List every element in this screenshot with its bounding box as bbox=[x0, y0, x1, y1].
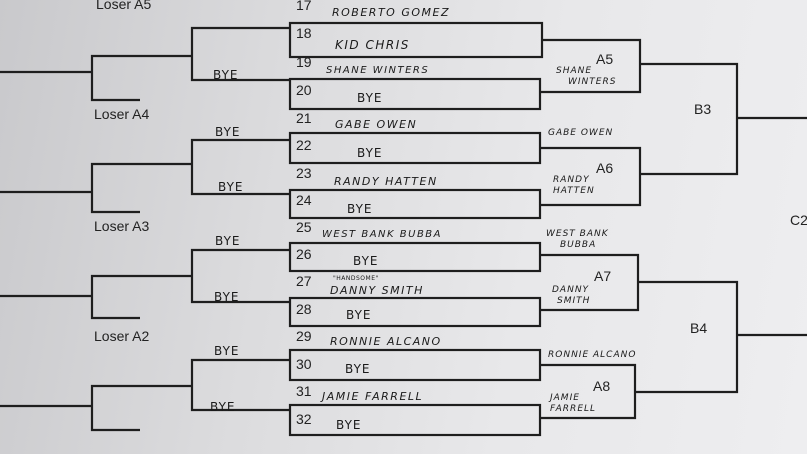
loser-a3-label: Loser A3 bbox=[94, 218, 150, 234]
a7-label: A7 bbox=[594, 268, 612, 284]
b4-box bbox=[635, 280, 739, 394]
a8-label: A8 bbox=[593, 378, 611, 394]
slot-20-name: BYE bbox=[357, 91, 383, 105]
match-box-31-32 bbox=[288, 403, 542, 437]
slot-32-number: 32 bbox=[296, 411, 312, 427]
slot-31-number: 31 bbox=[296, 383, 312, 399]
a8-winner-bottom-2: FARRELL bbox=[550, 404, 597, 414]
match-box-21-22 bbox=[288, 131, 542, 165]
b3-label: B3 bbox=[694, 101, 712, 117]
left-bye-29: BYE bbox=[214, 344, 240, 358]
slot-26-number: 26 bbox=[296, 246, 312, 262]
left-bye-25: BYE bbox=[215, 234, 241, 248]
loser-a4-label: Loser A4 bbox=[94, 106, 150, 122]
left-bye-23: BYE bbox=[218, 180, 244, 194]
slot-19-number: 19 bbox=[296, 54, 312, 70]
slot-23-number: 23 bbox=[296, 165, 312, 181]
left-bye-19: BYE bbox=[213, 68, 239, 82]
a7-winner-bottom-2: SMITH bbox=[557, 296, 591, 306]
a6-label: A6 bbox=[596, 160, 614, 176]
slot-28-name: BYE bbox=[346, 308, 372, 322]
a5-winner-top: SHANE bbox=[556, 66, 593, 76]
slot-17-number: 17 bbox=[296, 0, 312, 13]
slot-29-name: RONNIE ALCANO bbox=[330, 335, 442, 348]
slot-30-number: 30 bbox=[296, 356, 312, 372]
a7-winner-top-2: BUBBA bbox=[560, 240, 597, 250]
a6-winner-top: GABE OWEN bbox=[548, 128, 614, 138]
slot-20-number: 20 bbox=[296, 82, 312, 98]
loser-a2-label: Loser A2 bbox=[94, 328, 150, 344]
a6-winner-bottom-2: HATTEN bbox=[553, 186, 595, 196]
slot-25-name: WEST BANK BUBBA bbox=[322, 229, 442, 240]
slot-28-number: 28 bbox=[296, 301, 312, 317]
a5-box bbox=[540, 38, 642, 94]
slot-18-number: 18 bbox=[296, 25, 312, 41]
match-box-29-30 bbox=[288, 348, 542, 382]
slot-18-name: KID CHRIS bbox=[335, 38, 410, 52]
a5-winner-bottom: WINTERS bbox=[568, 77, 617, 87]
slot-27-number: 27 bbox=[296, 273, 312, 289]
match-box-27-28 bbox=[288, 296, 542, 328]
a5-label: A5 bbox=[596, 51, 614, 67]
a8-winner-top: RONNIE ALCANO bbox=[548, 350, 637, 360]
c2-label: C2 bbox=[790, 212, 807, 228]
left-bye-31: BYE bbox=[210, 400, 236, 414]
a8-winner-bottom-1: JAMIE bbox=[550, 393, 580, 403]
b4-label: B4 bbox=[690, 320, 708, 336]
slot-21-name: GABE OWEN bbox=[335, 118, 418, 131]
b3-box bbox=[640, 62, 739, 176]
a6-box bbox=[540, 146, 642, 207]
a6-winner-bottom-1: RANDY bbox=[553, 175, 590, 185]
slot-17-name: ROBERTO GOMEZ bbox=[332, 6, 450, 19]
slot-19-name: SHANE WINTERS bbox=[326, 65, 430, 76]
slot-30-name: BYE bbox=[345, 362, 371, 376]
slot-27-name: DANNY SMITH bbox=[330, 284, 424, 297]
slot-31-name: JAMIE FARRELL bbox=[322, 390, 424, 403]
match-box-19-20 bbox=[288, 77, 542, 111]
slot-24-number: 24 bbox=[296, 192, 312, 208]
match-box-17-18 bbox=[288, 21, 544, 59]
slot-29-number: 29 bbox=[296, 328, 312, 344]
a7-winner-bottom-1: DANNY bbox=[552, 285, 590, 295]
slot-25-number: 25 bbox=[296, 219, 312, 235]
match-box-25-26 bbox=[288, 241, 542, 273]
slot-23-name: RANDY HATTEN bbox=[334, 175, 438, 188]
slot-22-name: BYE bbox=[357, 146, 383, 160]
match-box-23-24 bbox=[288, 188, 542, 220]
slot-27-nickname: "HANDSOME" bbox=[333, 275, 379, 282]
a7-winner-top-1: WEST BANK bbox=[546, 229, 609, 239]
loser-a5-label: Loser A5 bbox=[96, 0, 152, 12]
slot-26-name: BYE bbox=[353, 254, 379, 268]
slot-21-number: 21 bbox=[296, 110, 312, 126]
slot-24-name: BYE bbox=[347, 202, 373, 216]
left-bye-27: BYE bbox=[214, 290, 240, 304]
left-bye-21: BYE bbox=[215, 125, 241, 139]
slot-32-name: BYE bbox=[336, 418, 362, 432]
slot-22-number: 22 bbox=[296, 137, 312, 153]
